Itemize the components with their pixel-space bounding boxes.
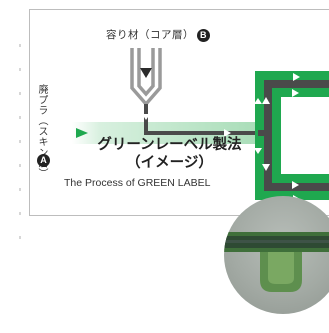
margin-dash — [19, 188, 21, 191]
core-material-label: 容り材（コア層）B — [106, 27, 210, 42]
margin-dash — [19, 212, 21, 215]
arrow-right-icon — [292, 181, 299, 189]
margin-dash — [19, 116, 21, 119]
badge-a: A — [37, 154, 50, 167]
arrow-right-icon — [76, 128, 88, 138]
arrow-right-icon — [293, 73, 300, 81]
arrow-right-icon — [292, 89, 299, 97]
margin-dash — [19, 68, 21, 71]
arrow-down-icon — [254, 148, 262, 154]
process-subtitle: The Process of GREEN LABEL — [64, 177, 211, 189]
margin-dash — [19, 92, 21, 95]
core-flow-line — [144, 104, 258, 135]
title-line-1: グリーンレーベル製法 — [97, 137, 242, 153]
cross-section-image — [224, 232, 329, 292]
arrow-down-icon — [142, 114, 150, 120]
arrow-down-icon — [262, 164, 270, 171]
margin-dash — [19, 236, 21, 239]
arrow-right-icon — [224, 129, 231, 137]
arrow-down-icon — [140, 68, 152, 78]
arrow-up-icon — [254, 98, 262, 104]
mold-cavity — [255, 71, 329, 200]
core-material-text: 容り材（コア層） — [106, 29, 194, 41]
skin-material-label: 廃プラ（スキン層） — [36, 84, 47, 179]
arrow-up-icon — [262, 97, 270, 104]
title-line-2: （イメージ） — [126, 155, 213, 171]
margin-dash — [19, 140, 21, 143]
process-title: グリーンレーベル製法 （イメージ） — [82, 136, 257, 172]
margin-dash — [19, 44, 21, 47]
margin-dash — [19, 164, 21, 167]
cross-section-photo — [224, 196, 329, 314]
badge-b: B — [197, 28, 210, 42]
